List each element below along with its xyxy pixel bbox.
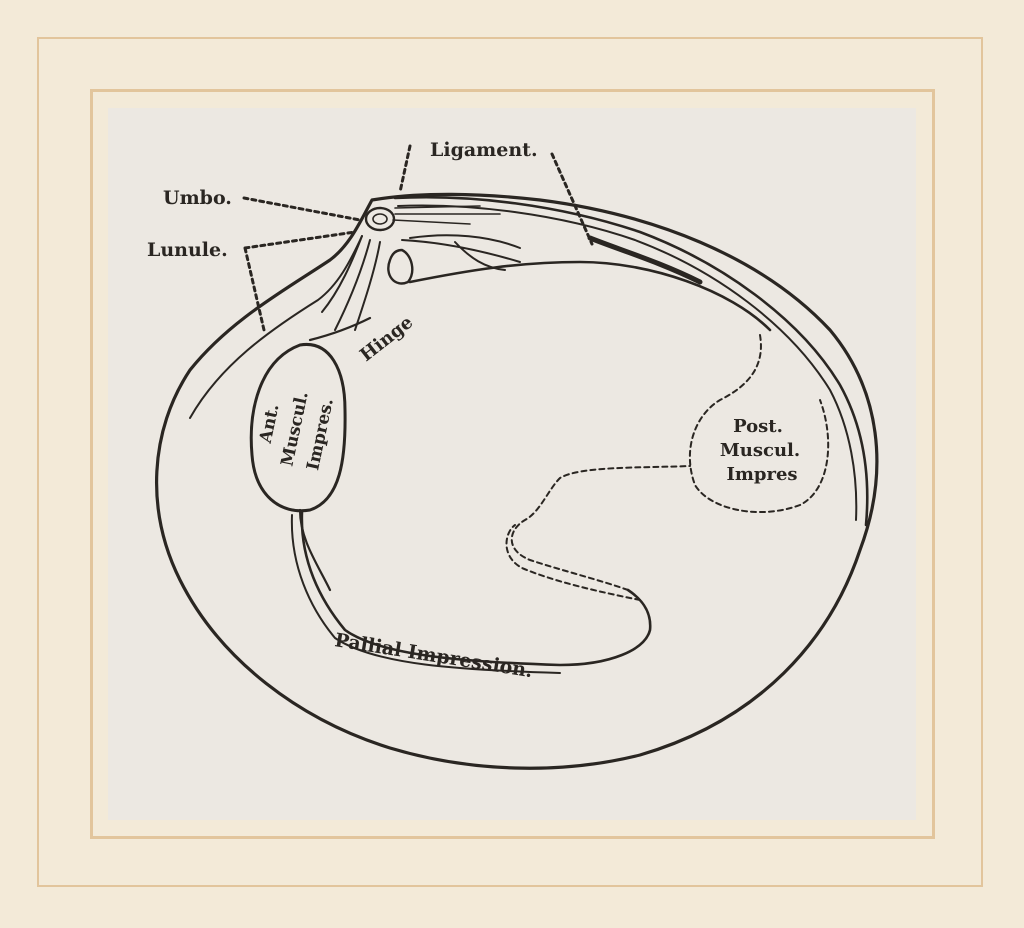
posterior-muscle-impression — [688, 334, 830, 514]
pallial-line-inner — [290, 514, 561, 674]
hinge-tooth — [387, 248, 414, 285]
anterior-muscle-impression — [249, 342, 347, 513]
label-ant-line1: Ant. — [256, 402, 284, 446]
umbo-whorl — [364, 206, 396, 232]
leader-lunule — [243, 230, 357, 332]
label-post-line1: Post. — [733, 416, 783, 437]
anterior-muscle-link — [298, 316, 372, 592]
dorsal-edge-outer — [393, 195, 869, 527]
hinge-ridges — [392, 205, 501, 225]
label-pallial-impression: Pallial Impression. — [333, 629, 534, 682]
label-post-line3: Impres — [726, 464, 797, 485]
illustration-plate — [108, 108, 916, 820]
hinge-plate-left — [321, 235, 381, 331]
hinge-teeth-lines — [401, 234, 521, 271]
label-umbo: Umbo. — [163, 187, 232, 209]
pallial-sinus-inner — [505, 524, 641, 601]
pallial-line-outer — [300, 510, 652, 667]
leader-ligament-left — [398, 144, 412, 194]
pallial-sinus — [510, 465, 691, 591]
shell-outline — [155, 192, 879, 770]
hinge-interior-line — [408, 260, 772, 332]
leader-ligament-right — [550, 152, 594, 246]
shell-inner-margin — [189, 235, 363, 419]
label-ligament: Ligament. — [430, 139, 538, 161]
label-post-line2: Muscul. — [720, 440, 800, 461]
ligament-band — [587, 235, 703, 285]
label-lunule: Lunule. — [147, 239, 228, 261]
umbo-whorl-inner — [372, 213, 388, 225]
leader-umbo — [242, 196, 362, 222]
outer-frame — [37, 37, 983, 887]
inner-frame — [90, 89, 935, 839]
dorsal-edge-inner — [397, 204, 858, 521]
